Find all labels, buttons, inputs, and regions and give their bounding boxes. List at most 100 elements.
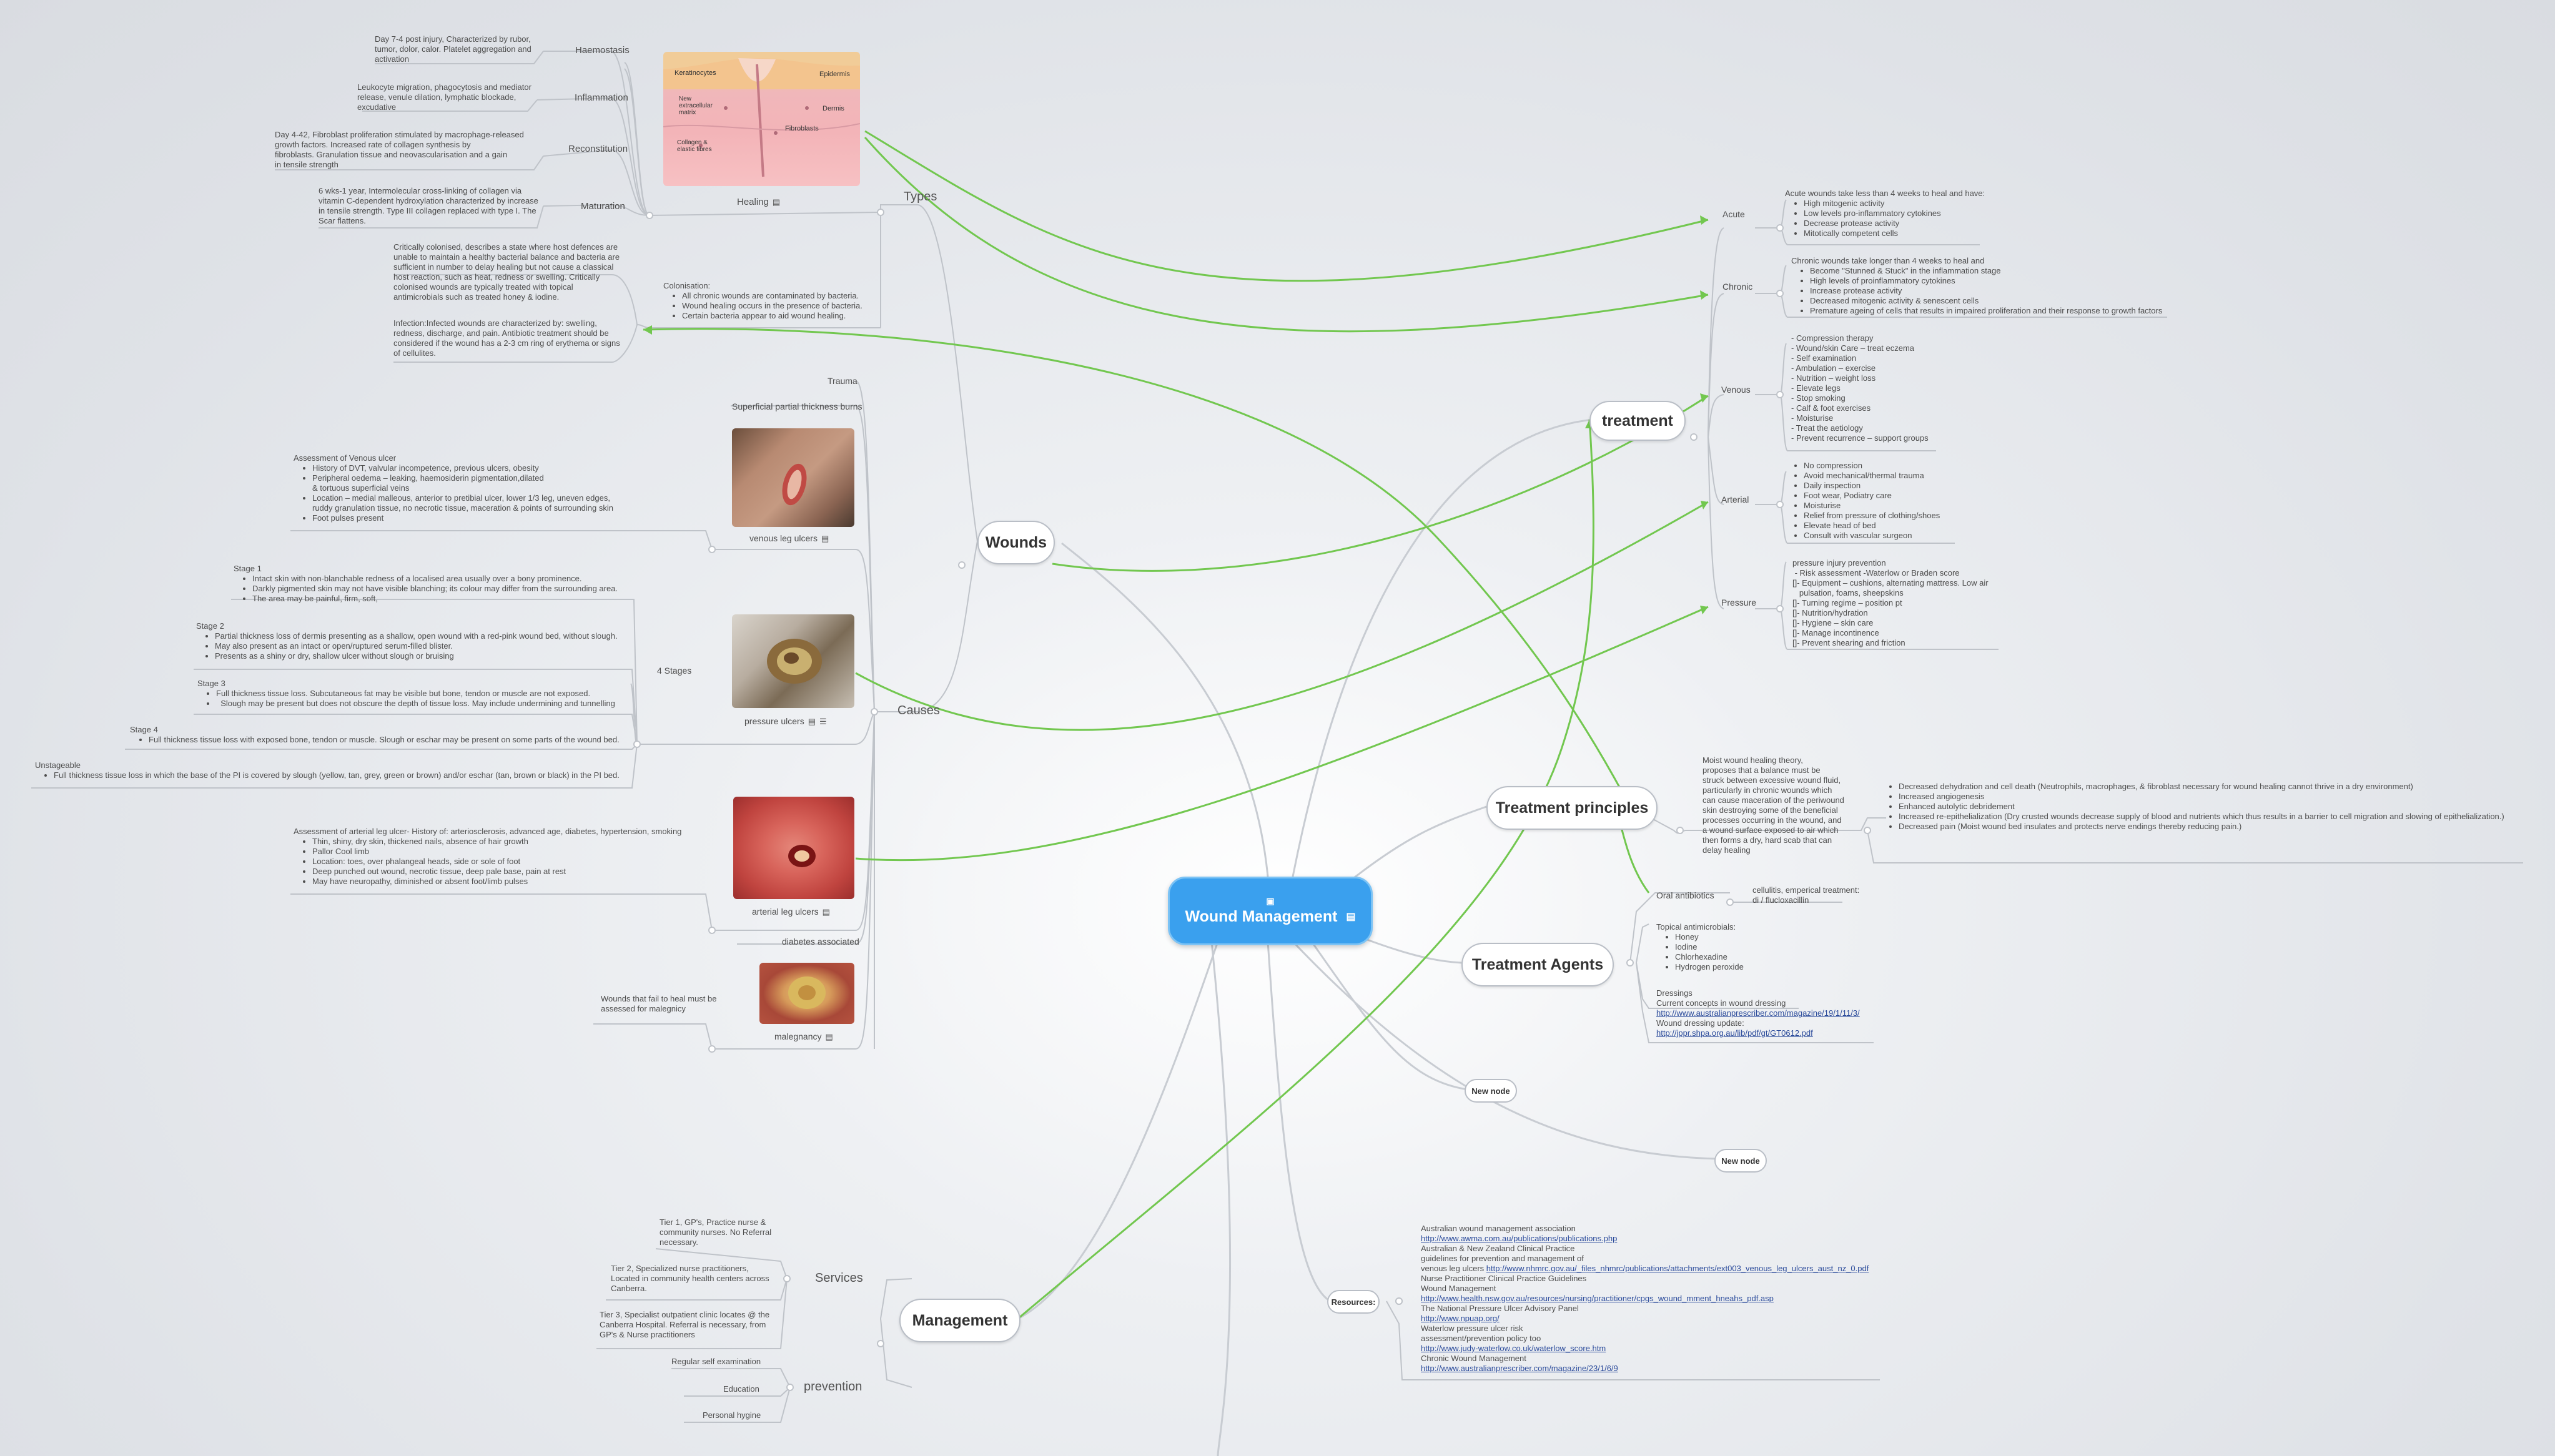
treatment-venous-label[interactable]: Venous <box>1721 385 1751 395</box>
four-stages-label[interactable]: 4 Stages <box>657 666 692 676</box>
dressings-note[interactable]: Dressings Current concepts in wound dres… <box>1656 988 1860 1038</box>
topic-new-node-1[interactable]: New node <box>1465 1079 1517 1103</box>
resource-line: Chronic Wound Management <box>1421 1354 1526 1363</box>
dressings-link-2[interactable]: http://jppr.shpa.org.au/lib/pdf/gt/GT061… <box>1656 1028 1813 1038</box>
healing-diagram[interactable]: Keratinocytes Epidermis Dermis New extra… <box>663 52 860 186</box>
acute-note[interactable]: Acute wounds take less than 4 weeks to h… <box>1785 189 1985 239</box>
stage1-note[interactable]: Stage 1 Intact skin with non-blanchable … <box>234 564 618 604</box>
topical-antimicrobials-note[interactable]: Topical antimicrobials: HoneyIodineChlor… <box>1656 922 1744 972</box>
maturation-label[interactable]: Maturation <box>581 201 625 212</box>
malignancy-photo[interactable] <box>759 963 854 1024</box>
infection-note[interactable]: Infection:Infected wounds are characteri… <box>393 318 620 358</box>
malignancy-drawing <box>788 976 826 1009</box>
resource-link[interactable]: http://www.npuap.org/ <box>1421 1314 1500 1323</box>
tier2-note[interactable]: Tier 2, Specialized nurse practitioners,… <box>611 1264 769 1293</box>
resource-line[interactable]: http://www.australianprescriber.com/maga… <box>1421 1364 1869 1374</box>
healing-label[interactable]: Healing▤ <box>737 197 781 207</box>
image-icon: ▤ <box>822 907 830 917</box>
arterial-ulcer-photo[interactable] <box>733 797 854 899</box>
topic-new-node-2[interactable]: New node <box>1714 1149 1767 1173</box>
resource-line[interactable]: http://www.npuap.org/ <box>1421 1314 1869 1324</box>
central-topic[interactable]: ▣ Wound Management ▤ <box>1168 877 1373 945</box>
healing-diagram-drawing <box>663 58 860 177</box>
critical-colonisation-note[interactable]: Critically colonised, describes a state … <box>393 242 620 302</box>
oral-antibiotics-label[interactable]: Oral antibiotics <box>1656 890 1714 900</box>
topic-management[interactable]: Management <box>899 1299 1021 1342</box>
prevention-hygiene[interactable]: Personal hygine <box>703 1410 761 1420</box>
image-icon[interactable]: ▤ <box>1346 912 1356 922</box>
diabetes-label[interactable]: diabetes associated <box>782 937 859 947</box>
reconstitution-note: Day 4-42, Fibroblast proliferation stimu… <box>275 130 524 169</box>
topic-wounds[interactable]: Wounds <box>977 521 1055 564</box>
pressure-ulcer-photo[interactable] <box>732 614 854 708</box>
tier1-note[interactable]: Tier 1, GP's, Practice nurse &community … <box>660 1217 772 1247</box>
diagram-label-keratinocytes: Keratinocytes <box>675 69 716 77</box>
services-label[interactable]: Services <box>815 1271 863 1285</box>
arterial-ulcers-label[interactable]: arterial leg ulcers▤ <box>752 907 830 917</box>
prevention-self-exam[interactable]: Regular self examination <box>671 1357 761 1366</box>
stage2-note[interactable]: Stage 2 Partial thickness loss of dermis… <box>196 621 618 661</box>
treatment-arterial-label[interactable]: Arterial <box>1721 494 1749 504</box>
venous-ulcer-drawing <box>782 463 807 506</box>
topic-resources[interactable]: Resources: <box>1327 1290 1380 1314</box>
arterial-treatment-note[interactable]: No compressionAvoid mechanical/thermal t… <box>1785 461 1940 541</box>
colonisation-note[interactable]: Colonisation: All chronic wounds are con… <box>663 281 862 321</box>
prevention-education[interactable]: Education <box>723 1384 759 1394</box>
inflammation-label[interactable]: Inflammation <box>575 92 628 103</box>
topic-treatment-principles[interactable]: Treatment principles <box>1486 786 1658 830</box>
venous-ulcer-photo[interactable] <box>732 428 854 527</box>
maturation-note: 6 wks-1 year, Intermolecular cross-linki… <box>319 186 538 225</box>
moist-benefits-note[interactable]: Decreased dehydration and cell death (Ne… <box>1880 782 2504 832</box>
resource-link[interactable]: http://www.australianprescriber.com/maga… <box>1421 1364 1618 1373</box>
resource-line: Nurse Practitioner Clinical Practice Gui… <box>1421 1274 1587 1283</box>
resource-line: The National Pressure Ulcer Advisory Pan… <box>1421 1304 1579 1313</box>
resource-line[interactable]: http://www.health.nsw.gov.au/resources/n… <box>1421 1294 1869 1304</box>
unstageable-note[interactable]: Unstageable Full thickness tissue loss i… <box>35 760 620 780</box>
diagram-label-collagen: Collagen & elastic fibres <box>677 139 712 153</box>
venous-treatment-note[interactable]: - Compression therapy- Wound/skin Care –… <box>1791 333 1929 443</box>
topic-treatment-agents[interactable]: Treatment Agents <box>1461 943 1614 986</box>
venous-ulcers-label[interactable]: venous leg ulcers▤ <box>749 533 829 543</box>
types-label[interactable]: Types <box>904 190 937 204</box>
resource-link[interactable]: http://www.judy-waterlow.co.uk/waterlow_… <box>1421 1344 1606 1353</box>
reconstitution-label[interactable]: Reconstitution <box>568 144 628 154</box>
diagram-label-epidermis: Epidermis <box>819 71 850 78</box>
moist-wound-healing-note[interactable]: Moist wound healing theory,proposes that… <box>1703 755 1844 855</box>
pressure-ulcers-label[interactable]: pressure ulcers▤☰ <box>744 716 827 726</box>
resource-line[interactable]: http://www.judy-waterlow.co.uk/waterlow_… <box>1421 1344 1869 1354</box>
haemostasis-label[interactable]: Haemostasis <box>575 45 630 56</box>
stage4-note[interactable]: Stage 4 Full thickness tissue loss with … <box>130 725 620 745</box>
dressings-link-1[interactable]: http://www.australianprescriber.com/maga… <box>1656 1008 1860 1018</box>
resource-line: assessment/prevention policy too <box>1421 1334 1541 1343</box>
image-icon: ▤ <box>772 197 781 207</box>
treatment-chronic-label[interactable]: Chronic <box>1722 282 1753 292</box>
causes-label[interactable]: Causes <box>897 704 940 717</box>
inflammation-note: Leukocyte migration, phagocytosis and me… <box>357 82 531 112</box>
treatment-acute-label[interactable]: Acute <box>1722 209 1745 219</box>
stage3-note[interactable]: Stage 3 Full thickness tissue loss. Subc… <box>197 679 615 709</box>
topic-treatment[interactable]: treatment <box>1589 401 1686 441</box>
resource-link[interactable]: http://www.awma.com.au/publications/publ… <box>1421 1234 1618 1243</box>
chronic-note[interactable]: Chronic wounds take longer than 4 weeks … <box>1791 256 2162 316</box>
tier3-note[interactable]: Tier 3, Specialist outpatient clinic loc… <box>600 1310 770 1339</box>
oral-antibiotics-note[interactable]: cellulitis, emperical treatment:di / flu… <box>1752 885 1860 905</box>
arterial-assessment-note[interactable]: Assessment of arterial leg ulcer- Histor… <box>294 827 681 887</box>
resource-line[interactable]: http://www.awma.com.au/publications/publ… <box>1421 1234 1869 1244</box>
burns-label[interactable]: Superficial partial thickness burns <box>732 401 862 411</box>
resource-line: Australian & New Zealand Clinical Practi… <box>1421 1244 1575 1253</box>
venous-assessment-note[interactable]: Assessment of Venous ulcer History of DV… <box>294 453 613 523</box>
diagram-label-fibroblasts: Fibroblasts <box>785 125 819 132</box>
resource-line: Wound Management <box>1421 1284 1496 1293</box>
pressure-treatment-note[interactable]: pressure injury prevention - Risk assess… <box>1792 558 1989 647</box>
prevention-label[interactable]: prevention <box>804 1380 862 1394</box>
resource-line: guidelines for prevention and management… <box>1421 1254 1584 1263</box>
resource-line: venous leg ulcers http://www.nhmrc.gov.a… <box>1421 1264 1869 1273</box>
malignancy-label[interactable]: malegnancy▤ <box>774 1031 833 1041</box>
resource-link[interactable]: http://www.health.nsw.gov.au/resources/n… <box>1421 1294 1774 1303</box>
trauma-label[interactable]: Trauma <box>828 376 857 386</box>
resource-link[interactable]: http://www.nhmrc.gov.au/_files_nhmrc/pub… <box>1486 1264 1869 1273</box>
treatment-pressure-label[interactable]: Pressure <box>1721 598 1757 607</box>
